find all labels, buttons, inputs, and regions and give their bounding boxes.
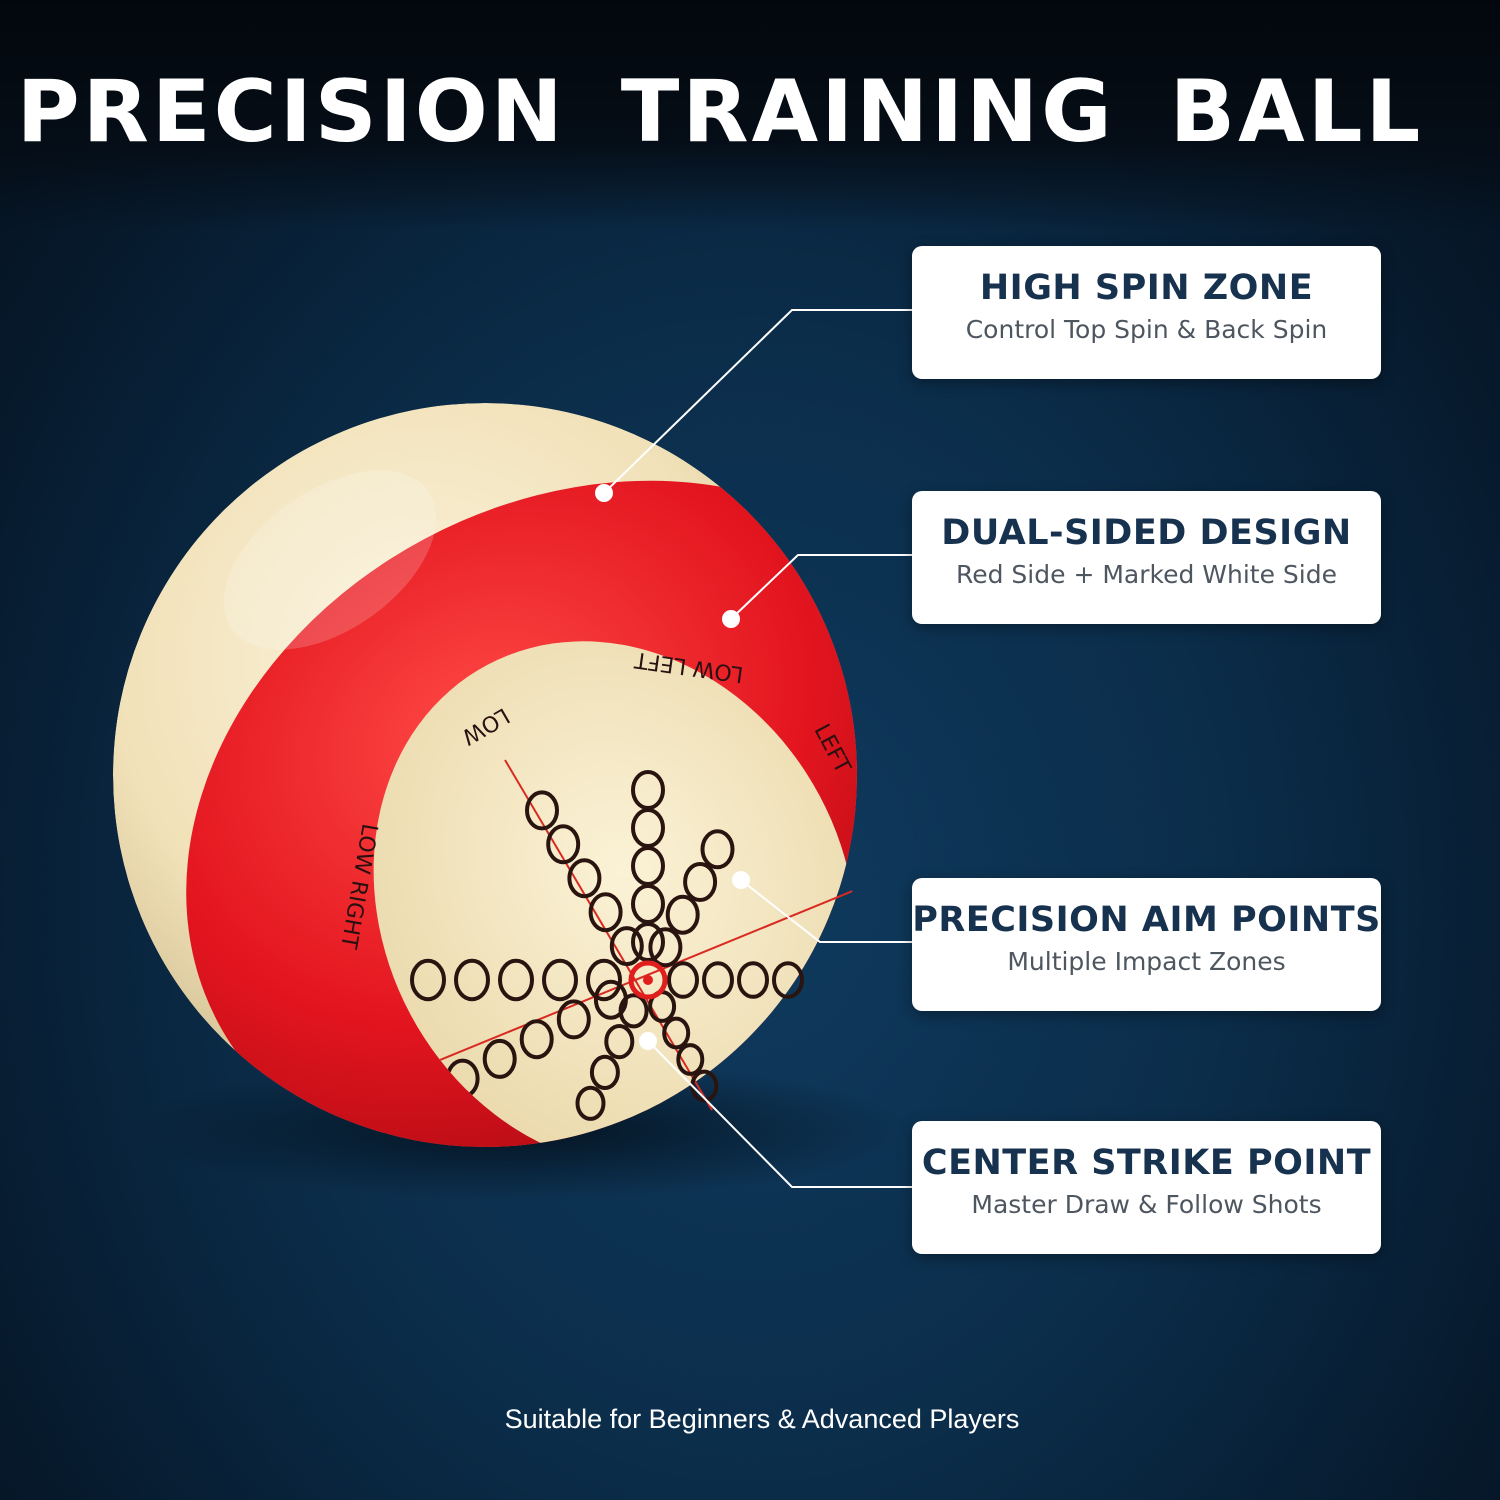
page-title: PRECISION TRAINING BALL [16, 62, 1424, 162]
callout-heading: HIGH SPIN ZONE [979, 268, 1314, 308]
aim-point [676, 1043, 705, 1076]
aim-point [683, 862, 718, 902]
callout-center-strike-point: CENTER STRIKE POINT Master Draw & Follow… [912, 1121, 1381, 1254]
aim-point [609, 926, 644, 967]
aim-point [586, 958, 622, 1002]
aim-point [618, 993, 649, 1029]
aim-point [567, 858, 602, 899]
aim-point [737, 961, 769, 999]
aim-point [498, 958, 534, 1002]
aim-point [648, 927, 683, 968]
title-band [0, 0, 1500, 230]
aim-point [589, 1054, 620, 1091]
callout-subtitle: Master Draw & Follow Shots [971, 1190, 1322, 1219]
aim-point [542, 958, 578, 1002]
center-strike-dot [643, 975, 653, 985]
aim-point [575, 1085, 606, 1121]
aim-point [482, 1038, 517, 1079]
callout-subtitle: Red Side + Marked White Side [955, 560, 1337, 589]
aim-point [454, 958, 490, 1002]
callout-heading: DUAL-SIDED DESIGN [941, 513, 1352, 553]
callout-subtitle: Multiple Impact Zones [1007, 947, 1286, 976]
aim-point [410, 958, 446, 1002]
aim-point [525, 790, 559, 831]
aim-point [665, 894, 700, 935]
leader-dots [595, 484, 750, 1050]
aim-point [604, 1024, 635, 1060]
aim-point [662, 1016, 691, 1050]
aim-point [631, 770, 665, 810]
training-ball [113, 403, 857, 1147]
footer-tagline: Suitable for Beginners & Advanced Player… [504, 1404, 1020, 1434]
aim-point [667, 961, 699, 999]
aim-point [772, 961, 804, 999]
aim-point [519, 1019, 554, 1060]
aim-guide-line [395, 887, 861, 1079]
center-strike-point [628, 960, 668, 1000]
aim-point [700, 829, 735, 870]
aim-guide-line [504, 759, 713, 1111]
callout-heading: PRECISION AIM POINTS [912, 900, 1381, 940]
aim-point-grid [395, 759, 861, 1121]
aim-point [588, 892, 623, 933]
callout-precision-aim-points: PRECISION AIM POINTS Multiple Impact Zon… [912, 878, 1381, 1011]
leader-lines [603, 309, 912, 1188]
aim-point [702, 961, 734, 999]
callout-dual-sided-design: DUAL-SIDED DESIGN Red Side + Marked Whit… [912, 491, 1381, 624]
aim-point [546, 824, 581, 865]
callout-subtitle: Control Top Spin & Back Spin [965, 315, 1328, 344]
callout-high-spin-zone: HIGH SPIN ZONE Control Top Spin & Back S… [912, 246, 1381, 379]
aim-point [556, 999, 591, 1040]
callout-heading: CENTER STRIKE POINT [921, 1143, 1372, 1183]
